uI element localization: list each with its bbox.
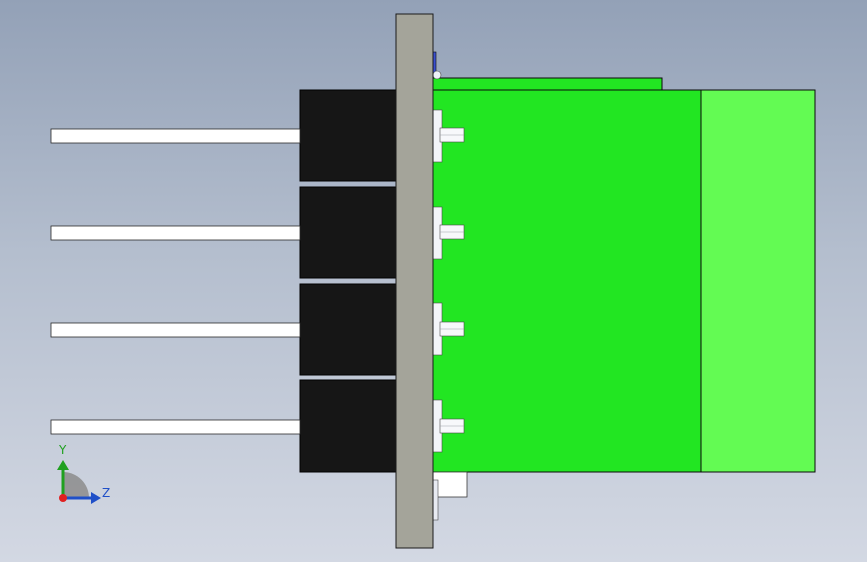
pcb-main [431,89,703,473]
end-block [700,89,816,473]
connector-pins [50,128,301,435]
connector-housing-4 [299,379,397,473]
receptacle-4 [431,399,465,453]
pcb-back-edge [431,77,663,91]
flange-plate [395,13,434,549]
connector-housings [299,89,397,473]
triad-y-label: Y [59,443,67,457]
coordinate-triad-icon [57,460,101,504]
connector-housing-3 [299,283,397,376]
receptacle-1 [431,109,465,163]
pin-3 [50,322,301,338]
connector-housing-1 [299,89,397,182]
pin-4 [50,419,301,435]
receptacle-3 [431,302,465,356]
connector-housing-2 [299,186,397,279]
pin-1 [50,128,301,144]
pin-2 [50,225,301,241]
triad-z-label: Z [102,486,111,500]
flange-top-knob [432,70,442,80]
